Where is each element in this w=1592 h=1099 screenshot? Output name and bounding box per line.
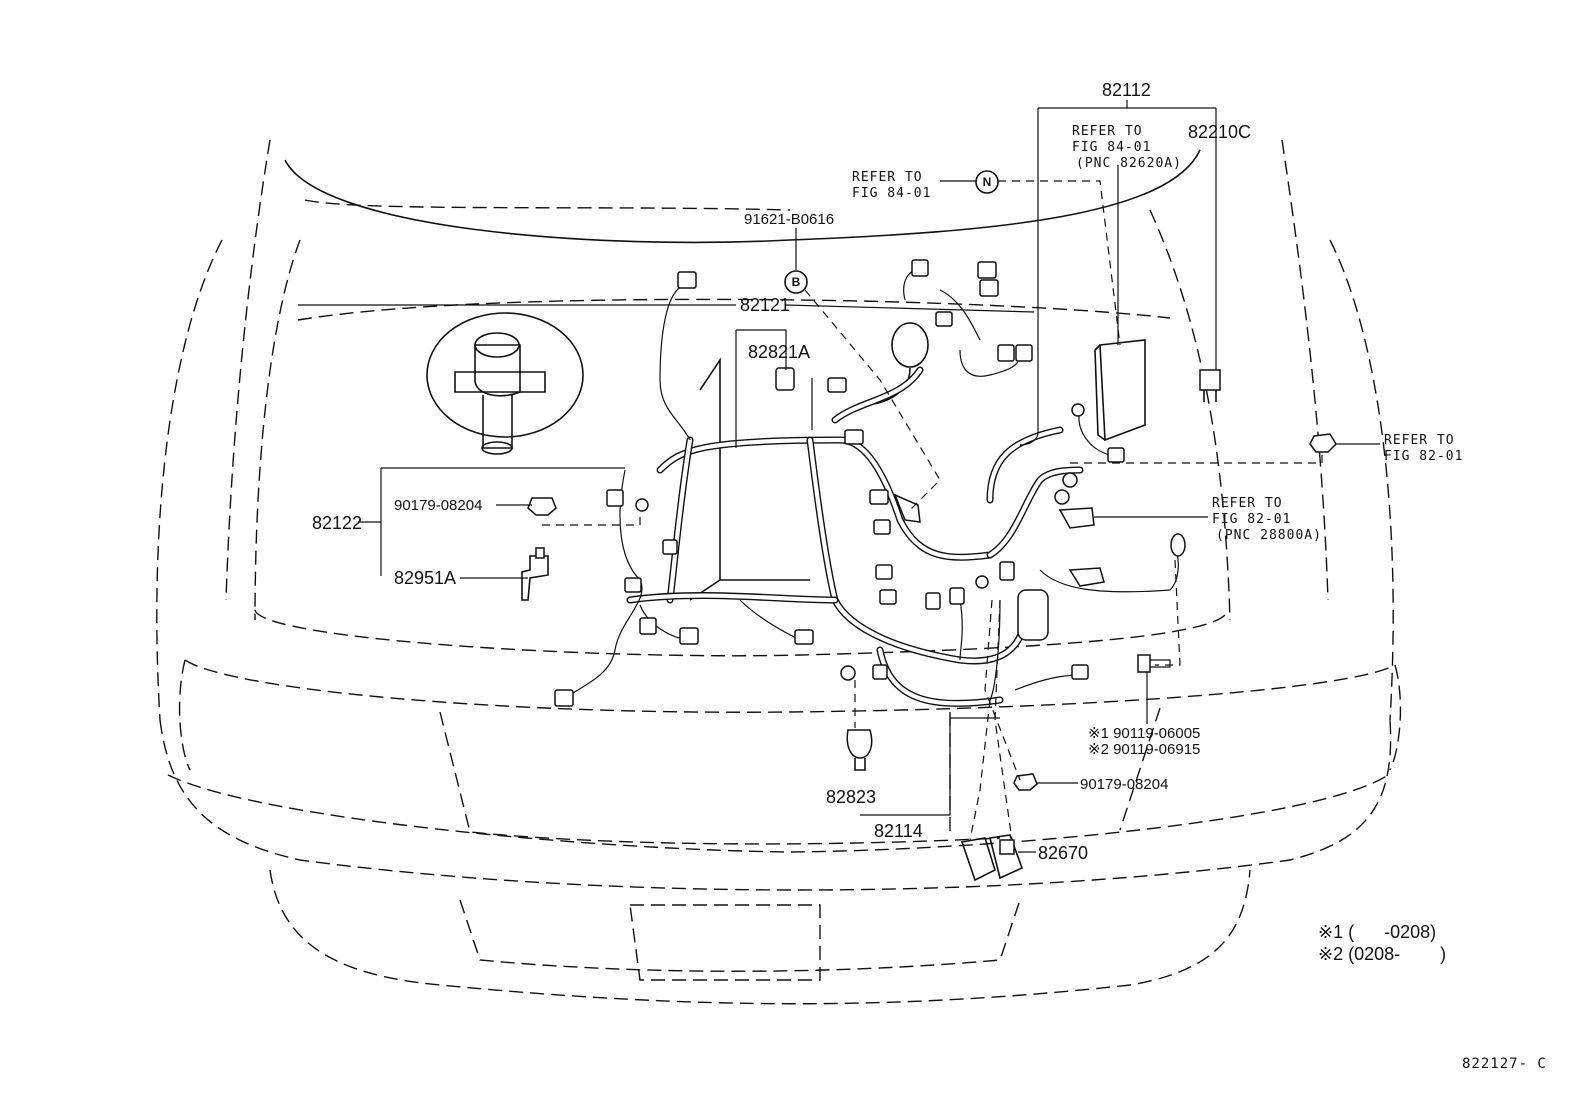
callout-n: N (975, 170, 999, 194)
bulb-82823 (846, 729, 873, 771)
label-90179-upper: 90179-08204 (394, 497, 482, 514)
ref-d-line1: REFER TO (1212, 496, 1283, 511)
callout-b: B (784, 270, 808, 294)
label-82670: 82670 (1038, 843, 1088, 863)
ref-c-line2: FIG 82-01 (1384, 449, 1463, 464)
air-filter-intake (689, 322, 929, 601)
leader-lines (298, 100, 1380, 853)
engine-wire-harness (626, 366, 1084, 707)
clip-nut-upper (527, 497, 557, 516)
brake-booster (426, 312, 584, 455)
mark-2: ※2 (1088, 741, 1109, 758)
footnote-1: ※1 ( -0208) (1318, 922, 1436, 942)
label-90119-06915: ※2 90119-06915 (1088, 741, 1200, 758)
part-number-labels: 82112 82210C 91621-B0616 82121 82821A 82… (312, 80, 1251, 863)
ref-d-line2: FIG 82-01 (1212, 512, 1291, 527)
reference-dashed-lines (542, 180, 1323, 841)
bolt-90119 (1137, 654, 1171, 673)
label-91621: 91621-B0616 (744, 211, 834, 228)
ref-a-line3: (PNC 82620A) (1076, 156, 1182, 171)
relay-box (1094, 339, 1221, 442)
part-90119-06005: 90119-06005 (1113, 725, 1200, 742)
label-90179-lower: 90179-08204 (1080, 776, 1168, 793)
ref-fig-82-01-pnc-28800a: REFER TO FIG 82-01 (PNC 28800A) (1212, 496, 1322, 543)
label-82114: 82114 (874, 821, 923, 841)
label-82112: 82112 (1102, 80, 1151, 100)
ref-b-line2: FIG 84-01 (852, 186, 931, 201)
ref-a-line1: REFER TO (1072, 124, 1143, 139)
harness-connectors (554, 259, 1186, 707)
clip-nut-lower (1013, 773, 1038, 791)
callout-n-letter: N (983, 175, 992, 189)
footnotes: ※1 ( -0208) ※2 (0208- ) (1318, 922, 1446, 964)
label-82951a: 82951A (394, 568, 456, 588)
ref-b-line1: REFER TO (852, 170, 923, 185)
ref-d-line3: (PNC 28800A) (1216, 528, 1322, 543)
ref-fig-84-01: REFER TO FIG 84-01 (852, 170, 931, 201)
label-82122: 82122 (312, 513, 362, 533)
bracket-82670 (960, 834, 1024, 882)
label-82821a: 82821A (748, 342, 810, 362)
figure-id: 822127- C (1462, 1056, 1547, 1072)
part-90119-06915: 90119-06915 (1113, 741, 1200, 758)
callout-b-letter: B (792, 275, 801, 289)
label-82823: 82823 (826, 787, 876, 807)
vehicle-body-outline (156, 139, 1402, 1005)
mark-1: ※1 (1088, 725, 1109, 742)
label-82210c: 82210C (1188, 122, 1251, 142)
label-90119-06005: ※1 90119-06005 (1088, 725, 1200, 742)
footnote-2: ※2 (0208- ) (1318, 944, 1446, 964)
ref-fig-82-01: REFER TO FIG 82-01 (1384, 433, 1463, 464)
clip-nut-right (1309, 433, 1337, 453)
ref-fig-84-01-pnc-82620a: REFER TO FIG 84-01 (PNC 82620A) (1072, 124, 1182, 171)
ref-c-line1: REFER TO (1384, 433, 1455, 448)
ref-a-line2: FIG 84-01 (1072, 140, 1151, 155)
bracket-82951a (521, 547, 549, 601)
label-82121: 82121 (740, 295, 790, 315)
